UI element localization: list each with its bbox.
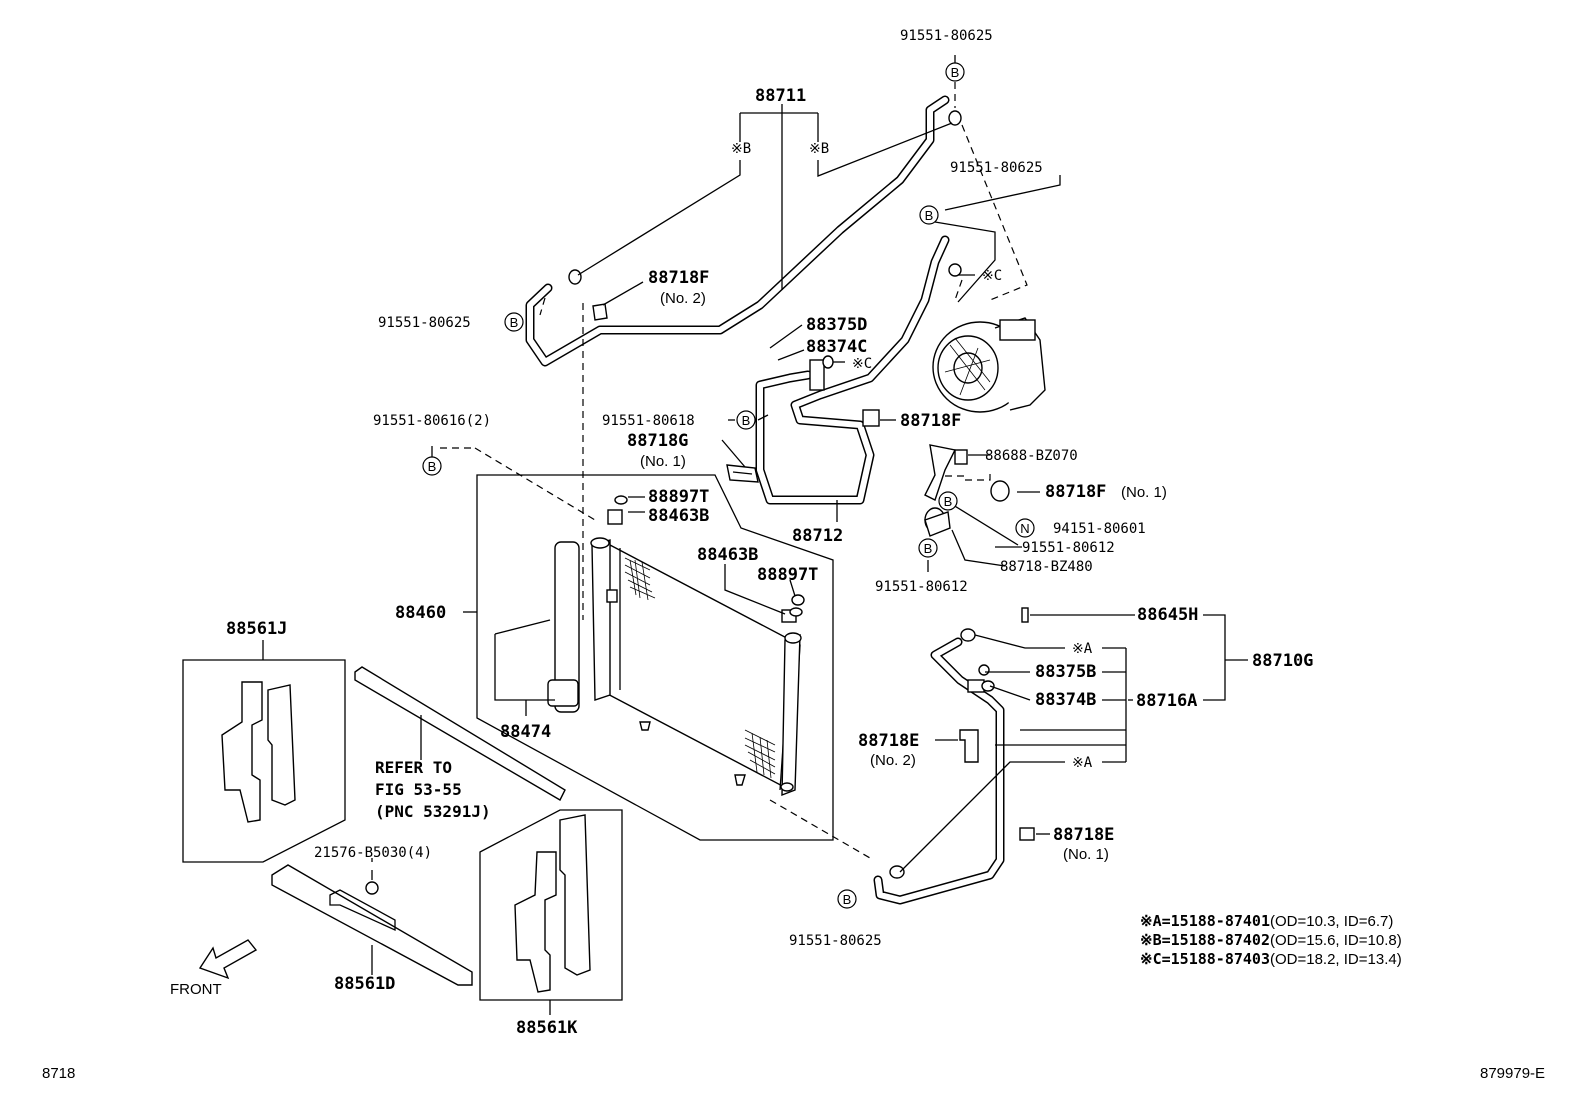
svg-text:B: B	[944, 494, 953, 509]
label-88375D: 88375D	[806, 315, 867, 335]
circle-b-icon: B	[504, 312, 524, 332]
label-88718E-no2: 88718E	[858, 731, 919, 751]
box-88561K	[479, 809, 623, 1001]
label-94151-80601: 94151-80601	[1053, 521, 1146, 537]
label-91551-80612-b: 91551-80612	[875, 579, 968, 595]
label-88460: 88460	[395, 603, 446, 623]
label-88561D: 88561D	[334, 974, 395, 994]
label-88718E-no2-sub: (No. 2)	[870, 752, 916, 769]
refer-line-1: REFER TO	[375, 758, 452, 777]
label-88688-BZ070: 88688-BZ070	[985, 448, 1078, 464]
front-label: FRONT	[170, 981, 222, 998]
label-88718-BZ480: 88718-BZ480	[1000, 559, 1093, 575]
circle-b-icon: B	[919, 205, 939, 225]
circle-b-icon: B	[918, 538, 938, 558]
circle-b-icon: B	[938, 491, 958, 511]
label-88561K: 88561K	[516, 1018, 578, 1038]
front-arrow-icon	[198, 939, 258, 980]
footer-left: 8718	[42, 1065, 75, 1082]
mark-b-right: ※B	[809, 141, 829, 157]
bracket-88688	[924, 444, 1010, 537]
svg-text:B: B	[924, 541, 933, 556]
box-88561J	[182, 659, 346, 863]
label-88718F: 88718F	[900, 411, 961, 431]
label-88474: 88474	[500, 722, 551, 742]
svg-text:N: N	[1020, 521, 1029, 536]
label-88718E-no1-sub: (No. 1)	[1063, 846, 1109, 863]
ring-notes: ※A=15188-87401(OD=10.3, ID=6.7) ※B=15188…	[1140, 912, 1402, 968]
circle-b-icon: B	[422, 456, 442, 476]
svg-text:B: B	[510, 315, 519, 330]
part-labels: 91551-80625 88711 ※B ※B 91551-80625 ※C 8…	[170, 28, 1313, 1038]
label-88718G-sub: (No. 1)	[640, 453, 686, 470]
label-88718F-no1: 88718F	[1045, 482, 1106, 502]
note-b: ※B=15188-87402(OD=15.6, ID=10.8)	[1140, 931, 1402, 949]
label-88897T-b: 88897T	[757, 565, 818, 585]
label-88375B: 88375B	[1035, 662, 1096, 682]
label-91551-80625-left: 91551-80625	[378, 315, 471, 331]
clamp-88718F-no2	[592, 303, 608, 321]
clamp-88718F	[862, 409, 880, 427]
label-88718E-no1: 88718E	[1053, 825, 1114, 845]
note-a: ※A=15188-87401(OD=10.3, ID=6.7)	[1140, 912, 1393, 930]
label-91551-80625-mid: 91551-80625	[950, 160, 1043, 176]
label-88561J: 88561J	[226, 619, 287, 639]
mark-c-lower: ※C	[852, 356, 872, 372]
note-c: ※C=15188-87403(OD=18.2, ID=13.4)	[1140, 950, 1402, 968]
label-88463B-b: 88463B	[697, 545, 758, 565]
footer-right: 879979-E	[1480, 1065, 1545, 1082]
pipe-88716A	[873, 607, 1035, 905]
mark-b-left: ※B	[731, 141, 751, 157]
label-88645H: 88645H	[1137, 605, 1198, 625]
label-91551-80625-bottom: 91551-80625	[789, 933, 882, 949]
pipe-88712	[755, 235, 962, 505]
label-88711: 88711	[755, 86, 806, 106]
label-88716A: 88716A	[1136, 691, 1197, 711]
svg-text:B: B	[925, 208, 934, 223]
label-91551-80618: 91551-80618	[602, 413, 695, 429]
mark-a-upper: ※A	[1072, 641, 1093, 657]
bracket-88718G	[726, 464, 759, 483]
label-88463B-a: 88463B	[648, 506, 709, 526]
label-88712: 88712	[792, 526, 843, 546]
condenser-assembly	[476, 474, 834, 841]
circle-n-icon: N	[1015, 518, 1035, 538]
svg-text:B: B	[428, 459, 437, 474]
label-88718F-no2-sub: (No. 2)	[660, 290, 706, 307]
circle-markers: B B B B B B B B N	[422, 62, 1035, 909]
label-91551-80625-top: 91551-80625	[900, 28, 993, 44]
svg-text:B: B	[742, 413, 751, 428]
label-91551-80616: 91551-80616(2)	[373, 413, 491, 429]
pipe-88711	[525, 95, 962, 367]
bracket-88561D	[271, 864, 473, 986]
label-88718F-no1-sub: (No. 1)	[1121, 484, 1167, 501]
seal-strip	[354, 666, 566, 801]
label-88374C: 88374C	[806, 337, 867, 357]
mark-a-lower: ※A	[1072, 755, 1093, 771]
svg-text:B: B	[951, 65, 960, 80]
label-88374B: 88374B	[1035, 690, 1096, 710]
compressor	[932, 317, 1046, 413]
circle-b-icon: B	[736, 410, 756, 430]
label-88710G: 88710G	[1252, 651, 1313, 671]
mark-c-upper: ※C	[982, 268, 1002, 284]
svg-text:B: B	[843, 892, 852, 907]
refer-line-3: (PNC 53291J)	[375, 802, 491, 821]
label-21576-B5030: 21576-B5030(4)	[314, 845, 432, 861]
label-91551-80612-a: 91551-80612	[1022, 540, 1115, 556]
circle-b-icon: B	[837, 889, 857, 909]
label-88897T-a: 88897T	[648, 487, 709, 507]
label-88718F-no2: 88718F	[648, 268, 709, 288]
refer-line-2: FIG 53-55	[375, 780, 462, 799]
label-88718G: 88718G	[627, 431, 688, 451]
circle-b-icon: B	[945, 62, 965, 82]
